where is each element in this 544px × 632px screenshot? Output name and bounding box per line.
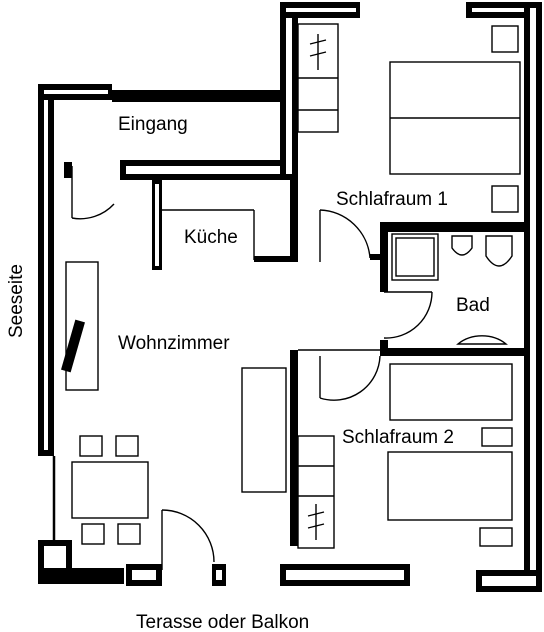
label-kueche: Küche (184, 227, 238, 248)
label-schlafraum1: Schlafraum 1 (336, 189, 448, 210)
label-wohnzimmer: Wohnzimmer (118, 333, 230, 354)
room-labels: Eingang Küche Schlafraum 1 Bad Wohnzimme… (6, 114, 490, 632)
label-seeseite: Seeseite (6, 264, 27, 338)
label-eingang: Eingang (118, 114, 188, 135)
living-furniture (61, 261, 287, 545)
label-schlafraum2: Schlafraum 2 (342, 427, 454, 448)
label-terasse: Terasse oder Balkon (136, 612, 309, 632)
bath-fixtures (391, 233, 513, 345)
inner-walls (64, 162, 530, 546)
label-bad: Bad (456, 295, 490, 316)
bedroom1-furniture (297, 23, 521, 213)
doors (71, 166, 433, 570)
bedroom2-furniture (297, 363, 513, 549)
outer-walls (38, 2, 542, 592)
